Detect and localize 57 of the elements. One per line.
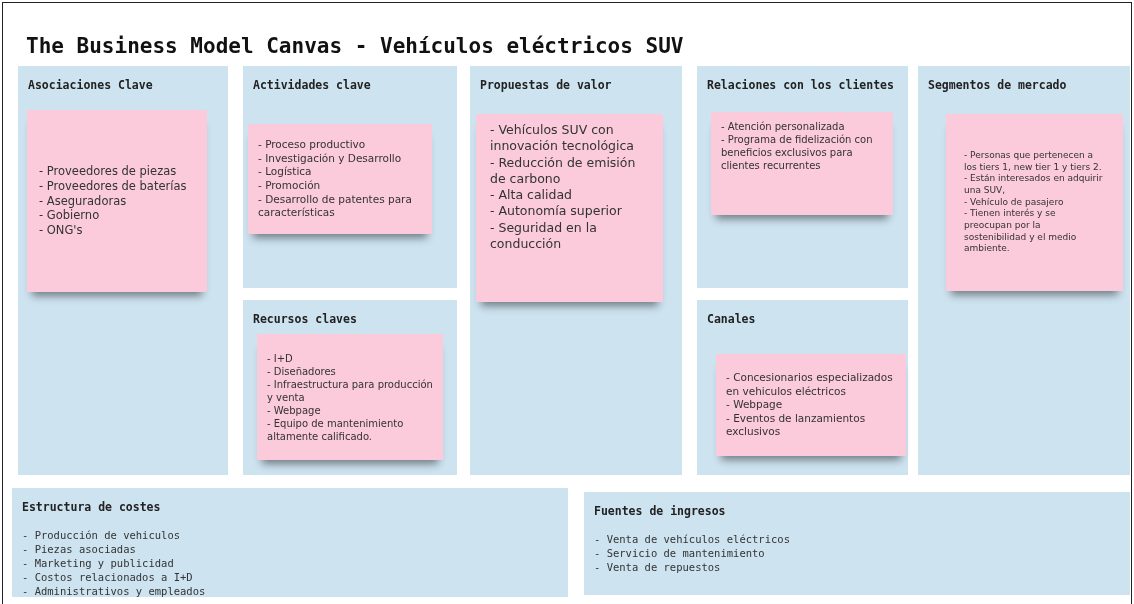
canvas-title: The Business Model Canvas - Vehículos eléctricos SUV xyxy=(26,34,684,58)
sticky-note xyxy=(946,114,1123,291)
canvas-panel xyxy=(584,492,1130,595)
panel-heading: Segmentos de mercado xyxy=(928,78,1067,92)
canvas-panel xyxy=(243,300,457,475)
sticky-note xyxy=(27,110,207,292)
bullet-text: - Promoción xyxy=(258,179,322,193)
panel-body-text: - Venta de vehículos eléctricos - Servicio de mantenimiento - Venta de repuestos xyxy=(594,532,791,574)
bullet-text: - Webpage xyxy=(726,398,784,412)
bullet-text: - Seguridad en la conducción xyxy=(490,219,598,252)
bullet-text: - Eventos de lanzamientos exclusivos xyxy=(726,411,867,440)
bullet-text: - ONG's xyxy=(39,223,84,239)
panel-body-text: - Producción de vehiculos - Piezas asociadas - Marketing y publicidad - Costos relacionados a I+D - Administrativos y empleados xyxy=(22,528,207,598)
panel-heading: Fuentes de ingresos xyxy=(594,504,726,518)
bullet-text: - Diseñadores xyxy=(267,364,337,378)
panel-heading: Propuestas de valor xyxy=(480,78,612,92)
bullet-text: - Personas que pertenecen a los tiers 1, new tier 1 y tiers 2. xyxy=(964,149,1103,174)
sticky-note xyxy=(711,112,893,215)
bullet-text: - Concesionarios especializados en vehiculos eléctricos xyxy=(726,370,894,399)
bullet-text: - Webpage xyxy=(267,403,322,417)
bullet-text: - Equipo de mantenimiento altamente calificado. xyxy=(267,416,405,443)
bullet-text: - Aseguradoras xyxy=(39,193,128,209)
bullet-text: - Vehículo de pasajero xyxy=(964,196,1065,208)
bullet-text: - Infraestructura para producción y venta xyxy=(267,377,433,404)
bullet-text: - Vehículos SUV con innovación tecnológica xyxy=(490,122,635,155)
panel-heading: Canales xyxy=(707,312,756,326)
bullet-text: - Atención personalizada xyxy=(721,120,846,133)
sticky-note xyxy=(476,114,663,302)
sticky-note xyxy=(248,124,432,234)
canvas-panel xyxy=(18,66,228,475)
sticky-note xyxy=(716,354,906,456)
bullet-text: - Autonomía superior xyxy=(490,203,623,220)
canvas-panel xyxy=(243,66,457,288)
canvas-panel xyxy=(12,488,568,597)
bullet-text: - Programa de fidelización con beneficios exclusivos para clientes recurrentes xyxy=(721,133,874,172)
sticky-note xyxy=(257,334,443,460)
bullet-text: - Proveedores de baterías xyxy=(39,178,188,194)
panel-heading: Estructura de costes xyxy=(22,500,161,514)
bullet-text: - Tienen interés y se preocupan por la sostenibilidad y el medio ambiente. xyxy=(964,208,1078,256)
panel-heading: Relaciones con los clientes xyxy=(707,78,894,92)
canvas-panel xyxy=(470,66,682,475)
bullet-text: - Están interesados en adquirir una SUV, xyxy=(964,173,1104,197)
canvas-panel xyxy=(697,66,908,288)
canvas-panel xyxy=(918,66,1130,475)
bullet-text: - Investigación y Desarrollo xyxy=(258,151,403,166)
canvas-panel xyxy=(697,300,908,475)
bullet-text: - I+D xyxy=(267,351,294,365)
panel-heading: Recursos claves xyxy=(253,312,357,326)
bullet-text: - Alta calidad xyxy=(490,187,574,204)
bullet-text: - Reducción de emisión de carbono xyxy=(490,154,637,187)
panel-heading: Actividades clave xyxy=(253,78,371,92)
bullet-text: - Desarrollo de patentes para características xyxy=(258,192,413,220)
panel-heading: Asociaciones Clave xyxy=(28,78,153,92)
bullet-text: - Logística xyxy=(258,165,313,179)
bullet-text: - Gobierno xyxy=(39,208,101,224)
bullet-text: - Proveedores de piezas xyxy=(39,163,178,179)
bullet-text: - Proceso productivo xyxy=(258,138,367,152)
